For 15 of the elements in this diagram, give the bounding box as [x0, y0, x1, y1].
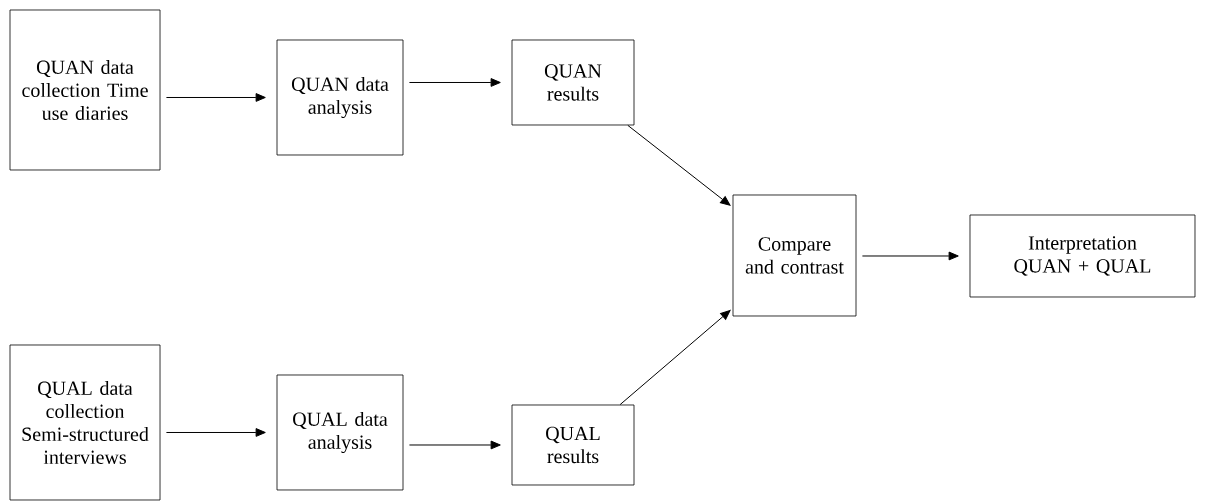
- arrow: [165, 93, 266, 102]
- process-box: Compare and contrast: [732, 194, 857, 317]
- process-box: Interpretation QUAN + QUAL: [969, 214, 1196, 298]
- process-box: QUAL data analysis: [276, 374, 404, 491]
- process-box: QUAL results: [511, 404, 635, 486]
- process-box: QUAL data collection Semi-structured interviews: [9, 344, 161, 501]
- process-box: QUAN results: [511, 39, 635, 126]
- arrow: [619, 309, 731, 406]
- arrow: [861, 251, 959, 261]
- arrow: [165, 428, 266, 437]
- process-box: QUAN data analysis: [276, 39, 404, 156]
- arrow: [627, 124, 731, 206]
- process-box: QUAN data collection Time use diaries: [9, 9, 161, 171]
- arrow: [408, 440, 501, 450]
- arrow: [408, 78, 501, 87]
